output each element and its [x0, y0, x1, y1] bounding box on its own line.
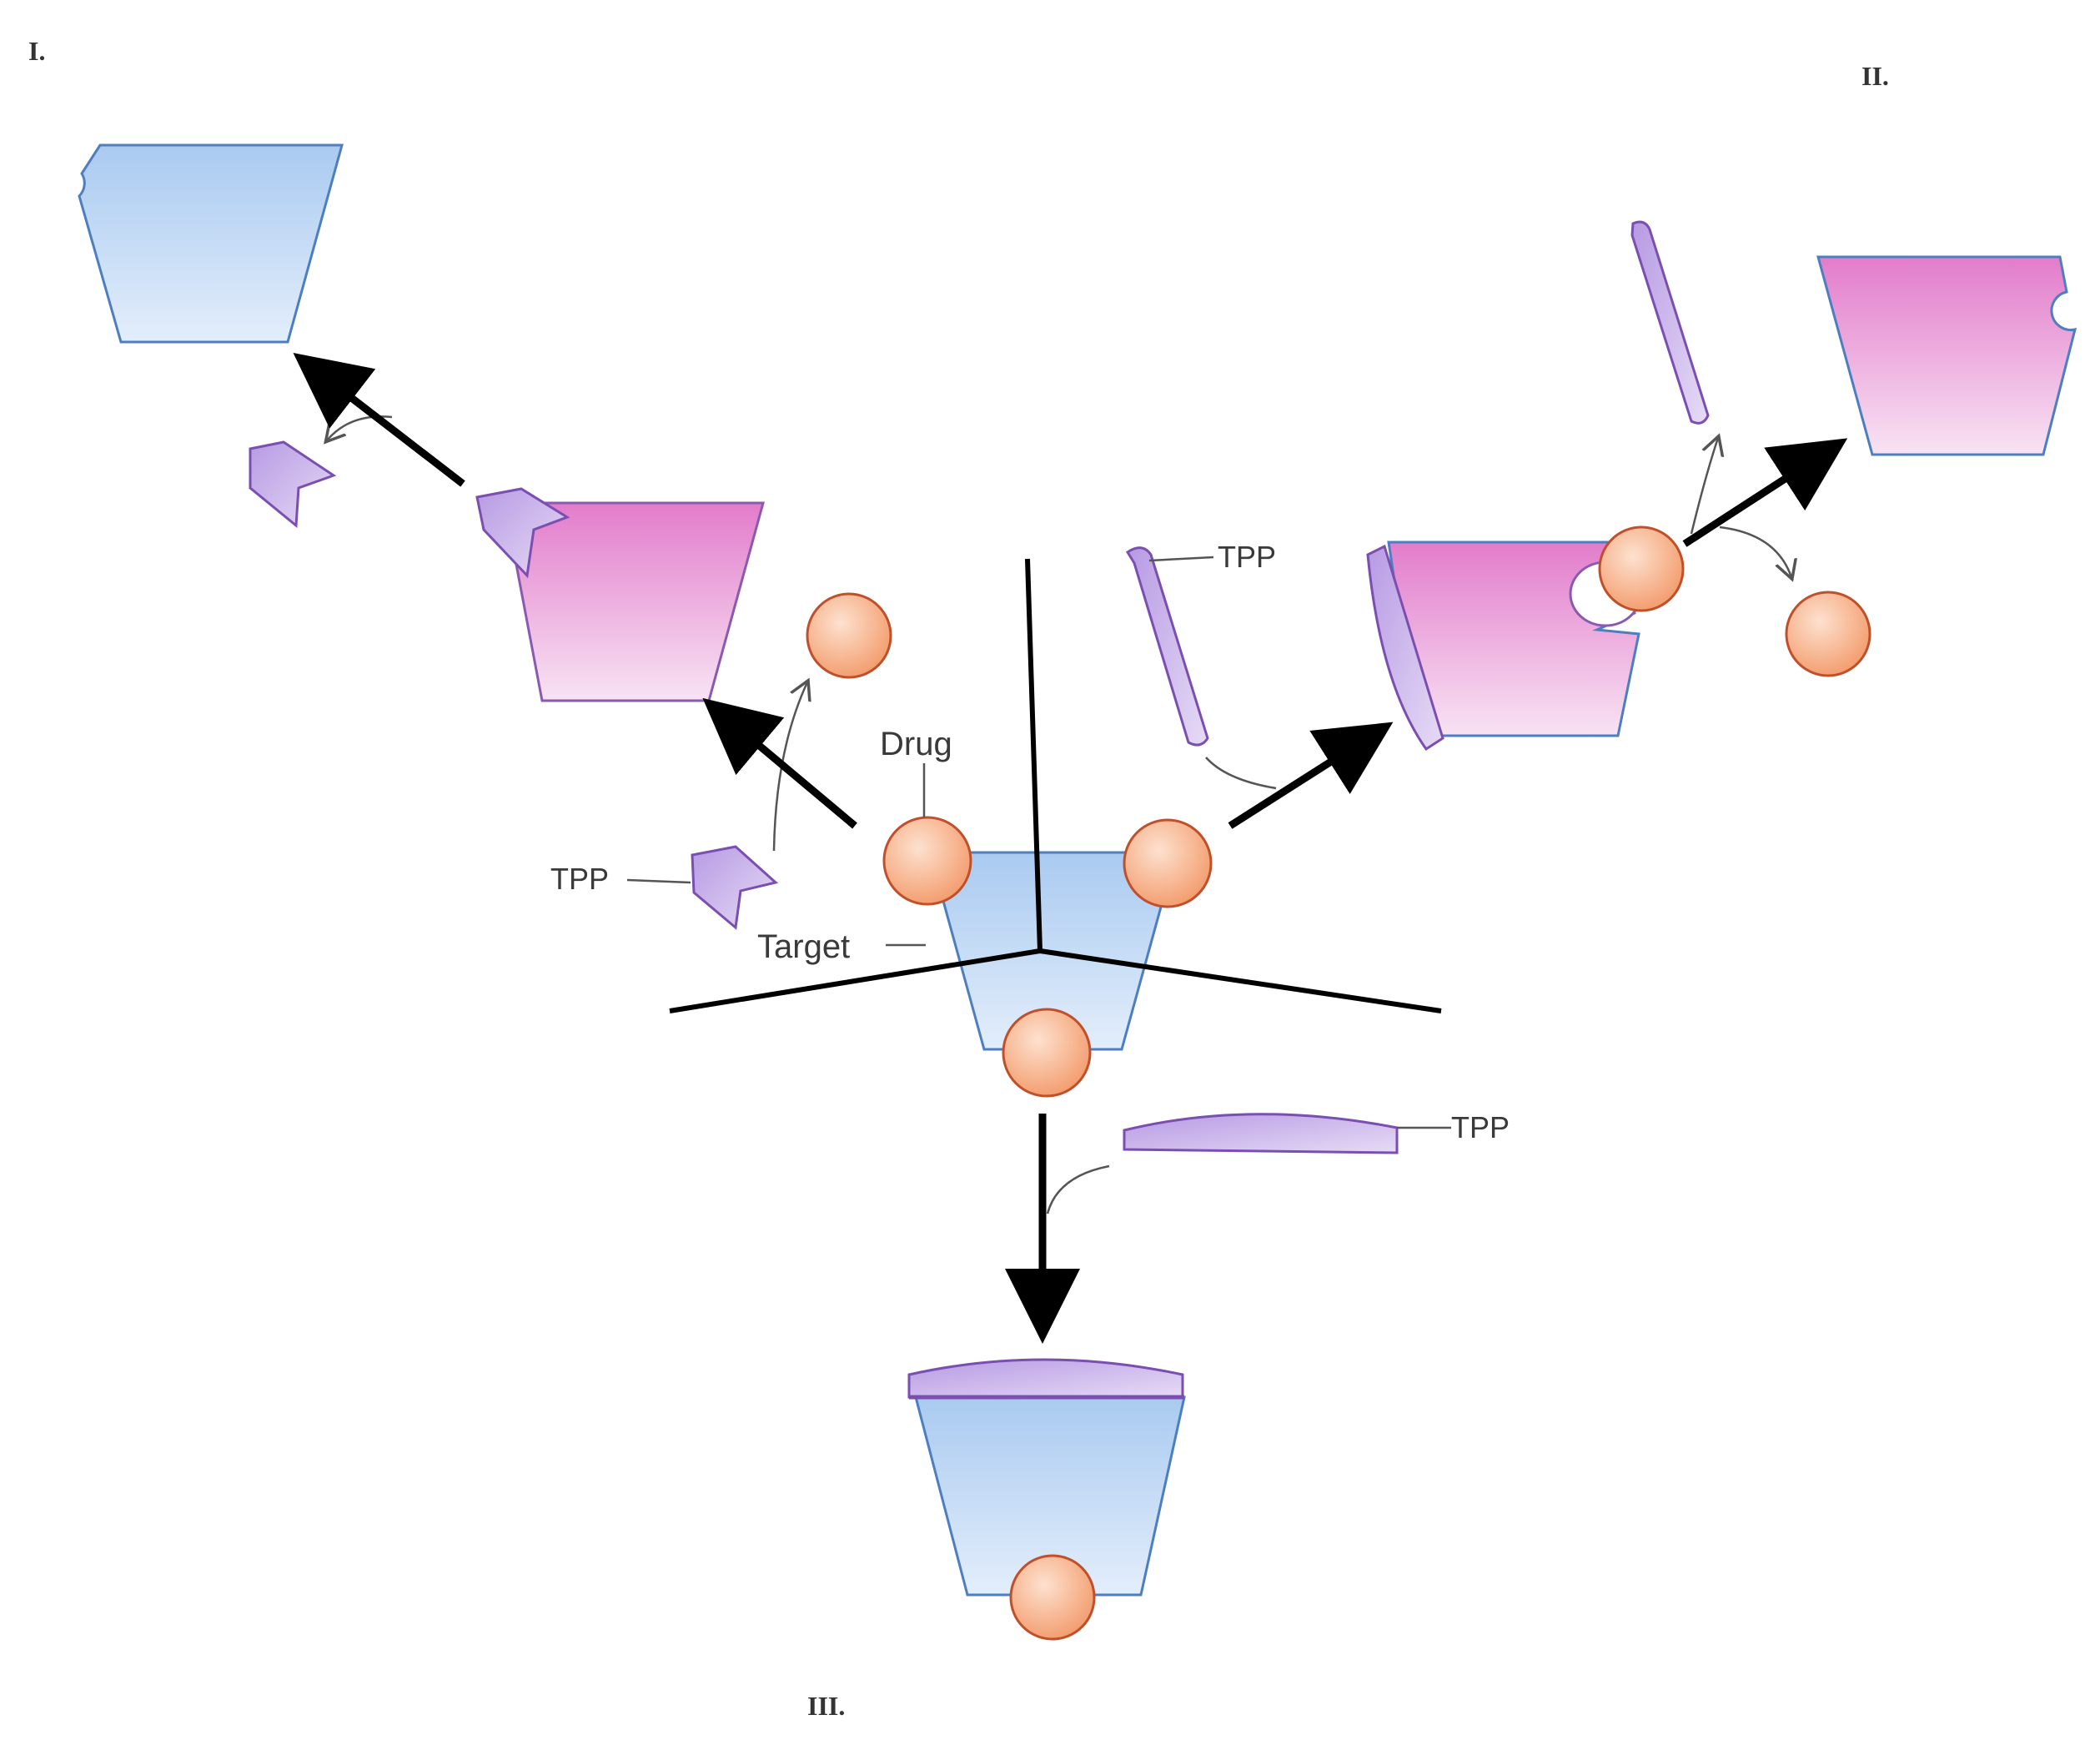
center-drug-right	[1123, 818, 1213, 908]
panel-label-one: I.	[28, 36, 45, 66]
incoming-tpp-cap	[1123, 1113, 1399, 1154]
tpp-bottom-label: TPP	[1451, 1110, 1510, 1144]
result-target-blue-one	[78, 143, 344, 344]
arrow-to-pink-one	[702, 697, 857, 829]
tpp-left-leader	[626, 878, 691, 884]
tpp-right-label: TPP	[1218, 540, 1276, 574]
drug-release-curve-two	[1719, 526, 1791, 577]
attached-tpp-chevron	[475, 487, 570, 579]
result-target-pink-two	[1816, 255, 2077, 456]
released-drug-one	[806, 592, 892, 679]
target-label: Target	[757, 928, 850, 965]
arrow-to-pink-two	[1228, 722, 1394, 829]
panel-label-three: III.	[807, 1691, 845, 1721]
released-tpp-chevron	[249, 440, 337, 529]
cap-approach-curve	[1046, 1164, 1110, 1214]
incoming-tpp-chevron	[691, 845, 779, 930]
divider-right	[1039, 948, 1442, 1013]
tpp-right-leader	[1148, 556, 1214, 562]
incoming-tpp-plate	[1125, 546, 1209, 747]
plate-release-curve	[1690, 438, 1718, 535]
center-drug-bottom	[1002, 1008, 1092, 1098]
drug-label: Drug	[880, 726, 952, 762]
modified-target-pink-one	[503, 501, 765, 702]
panel-label-two: II.	[1861, 61, 1889, 91]
arrow-to-result-two	[1682, 438, 1848, 547]
released-tpp-plate	[1630, 220, 1710, 425]
capped-tpp	[907, 1358, 1184, 1399]
divider-left	[669, 948, 1041, 1013]
released-drug-two	[1785, 591, 1871, 677]
arrow-to-result-one	[293, 353, 465, 487]
plate-approach-curve	[1205, 757, 1277, 790]
center-drug-left	[882, 816, 972, 906]
pocket-drug	[1598, 526, 1685, 612]
attached-tpp-plate	[1366, 544, 1444, 752]
divider-vertical	[1025, 558, 1042, 952]
result-drug-three	[1009, 1554, 1096, 1641]
tpp-left-label: TPP	[550, 862, 609, 896]
